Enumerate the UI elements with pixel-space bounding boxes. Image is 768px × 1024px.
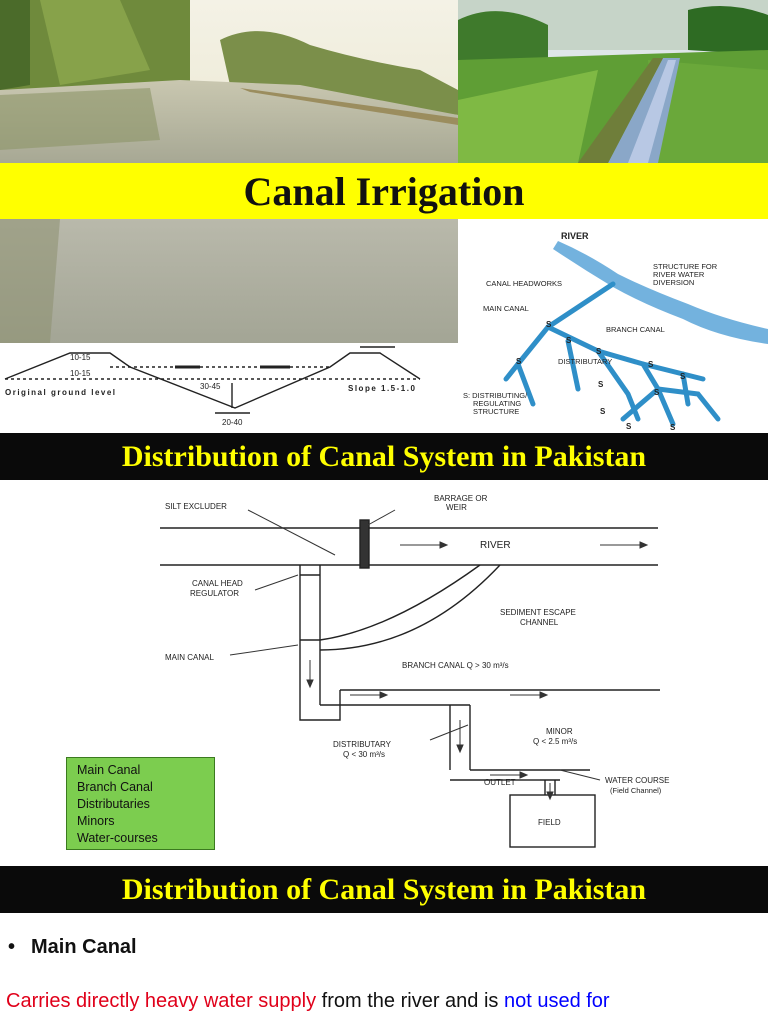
map-s-marker: S	[598, 380, 604, 389]
map-structure-label-3: DIVERSION	[653, 278, 694, 287]
head-regulator-label-1: CANAL HEAD	[192, 579, 243, 588]
legend-item: Minors	[77, 814, 115, 828]
map-legend-2: REGULATING	[473, 399, 521, 408]
map-distributary-label: DISTRIBUTARY	[558, 357, 612, 366]
canal-hierarchy-legend: Main Canal Branch Canal Distributaries M…	[66, 757, 215, 850]
water-surface-photo	[0, 219, 458, 343]
canal-network-map: RIVER STRUCTURE FOR RIVER WATER DIVERSIO…	[458, 219, 768, 433]
slope-label: Slope 1.5-1.0	[348, 384, 416, 393]
minor-label-1: MINOR	[546, 727, 573, 736]
section-banner-bottom-text: Distribution of Canal System in Pakistan	[121, 872, 647, 906]
map-structure-label-1: STRUCTURE FOR	[653, 262, 718, 271]
minor-label-2: Q < 2.5 m³/s	[533, 737, 577, 746]
map-s-marker: S	[648, 360, 654, 369]
map-branch-canal-label: BRANCH CANAL	[606, 325, 665, 334]
ground-level-label: Original ground level	[5, 388, 117, 397]
legend-item: Branch Canal	[77, 780, 153, 794]
map-s-marker: S	[546, 320, 552, 329]
bullet-heading: Main Canal	[31, 936, 137, 958]
sediment-escape-label-2: CHANNEL	[520, 618, 559, 627]
dim-label-1: 10-15	[70, 353, 91, 362]
section-banner-bottom: Distribution of Canal System in Pakistan	[0, 866, 768, 913]
river-label: RIVER	[480, 540, 511, 551]
dim-label-3: 30-45	[200, 382, 221, 391]
legend-item: Water-courses	[77, 831, 158, 845]
description-highlight-blue: not used for	[503, 990, 610, 1012]
distributary-label-1: DISTRIBUTARY	[333, 740, 392, 749]
canal-photo-river	[0, 0, 458, 163]
dim-label-2: 10-15	[70, 369, 91, 378]
canal-cross-section: 10-15 10-15 30-45 20-40 Original ground …	[0, 343, 458, 433]
field-channel-photo	[458, 0, 768, 163]
map-legend-3: STRUCTURE	[473, 407, 519, 416]
map-river-label: RIVER	[561, 231, 589, 241]
map-structure-label-2: RIVER WATER	[653, 270, 705, 279]
legend-item: Main Canal	[77, 763, 141, 777]
canal-layout-diagram: SILT EXCLUDER BARRAGE OR WEIR RIVER CANA…	[0, 480, 768, 865]
map-s-marker: S	[566, 336, 572, 345]
barrage-label-2: WEIR	[446, 503, 467, 512]
field-label: FIELD	[538, 818, 561, 827]
dim-label-4: 20-40	[222, 418, 243, 427]
water-course-label-1: WATER COURSE	[605, 776, 669, 785]
map-s-marker: S	[596, 347, 602, 356]
bullet-item: • Main Canal	[8, 936, 137, 959]
legend-item: Distributaries	[77, 797, 150, 811]
sediment-escape-label-1: SEDIMENT ESCAPE	[500, 608, 576, 617]
branch-canal-label: BRANCH CANAL Q > 30 m³/s	[402, 661, 509, 670]
water-course-label-2: (Field Channel)	[610, 786, 662, 795]
map-headworks-label: CANAL HEADWORKS	[486, 279, 562, 288]
barrage-label-1: BARRAGE OR	[434, 494, 488, 503]
bullet-dot: •	[8, 936, 16, 958]
section-banner-top: Distribution of Canal System in Pakistan	[0, 433, 768, 480]
map-s-marker: S	[626, 422, 632, 431]
map-s-marker: S	[670, 423, 676, 432]
main-canal-label: MAIN CANAL	[165, 653, 214, 662]
map-s-marker: S	[680, 372, 686, 381]
map-s-marker: S	[516, 357, 522, 366]
map-legend-1: S: DISTRIBUTING/	[463, 391, 528, 400]
head-regulator-label-2: REGULATOR	[190, 589, 239, 598]
map-main-canal-label: MAIN CANAL	[483, 304, 529, 313]
description-plain: from the river and is	[316, 990, 504, 1012]
section-banner-top-text: Distribution of Canal System in Pakistan	[121, 439, 647, 473]
title-banner: Canal Irrigation	[0, 163, 768, 219]
distributary-label-2: Q < 30 m³/s	[343, 750, 385, 759]
map-s-marker: S	[600, 407, 606, 416]
description-text: Carries directly heavy water supply from…	[6, 990, 766, 1013]
page-title: Canal Irrigation	[243, 168, 525, 214]
outlet-label: OUTLET	[484, 778, 516, 787]
silt-excluder-label: SILT EXCLUDER	[165, 502, 227, 511]
description-highlight-red: Carries directly heavy water supply	[6, 990, 317, 1012]
map-s-marker: S	[654, 388, 660, 397]
